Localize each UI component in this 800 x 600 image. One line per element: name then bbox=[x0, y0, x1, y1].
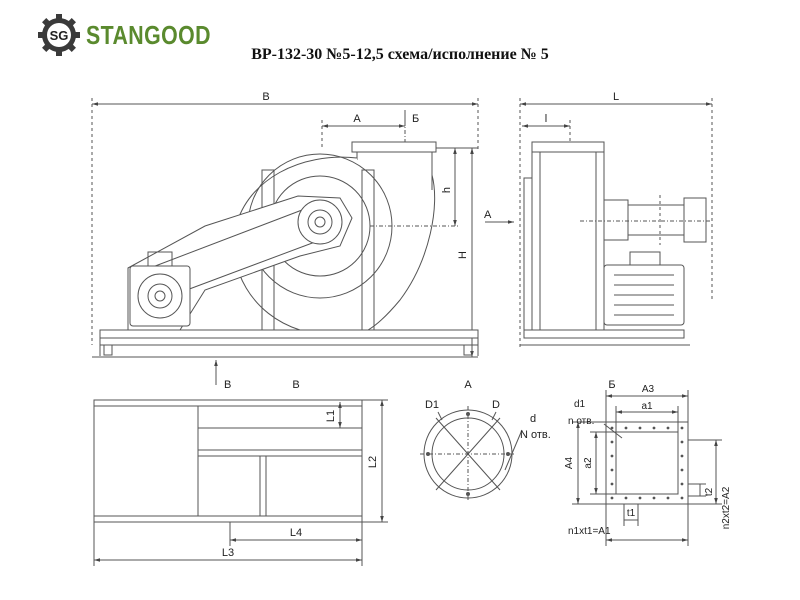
label-n2xt2: n2xt2=A2 bbox=[721, 486, 732, 529]
front-view bbox=[519, 98, 713, 348]
label-N-holes: N отв. bbox=[520, 429, 551, 441]
label-t1: t1 bbox=[627, 508, 636, 519]
dim-label-H: H bbox=[457, 251, 469, 259]
view-b-flange bbox=[572, 390, 722, 546]
label-d1: d1 bbox=[574, 399, 586, 410]
label-t2: t2 bbox=[704, 487, 715, 496]
dim-label-L1: L1 bbox=[325, 410, 337, 422]
dim-label-L: L bbox=[613, 91, 619, 103]
front-view-labels: L l bbox=[545, 91, 619, 125]
dim-label-A: A bbox=[353, 113, 361, 125]
view-b-title: Б bbox=[608, 379, 615, 391]
page-title: ВР-132-30 №5-12,5 схема/исполнение № 5 bbox=[251, 46, 549, 63]
view-v-title: В bbox=[292, 379, 299, 391]
view-v-labels: В L1 L2 L4 L3 bbox=[222, 379, 379, 559]
label-d: d bbox=[530, 413, 536, 425]
label-D: D bbox=[492, 399, 500, 411]
view-marker-V: В bbox=[224, 379, 231, 391]
label-a1: a1 bbox=[641, 401, 653, 412]
side-view-labels: B A Б h H А В bbox=[224, 91, 492, 391]
gear-logo-icon: SG bbox=[38, 14, 80, 56]
label-n-holes: n отв. bbox=[568, 416, 594, 427]
label-D1: D1 bbox=[425, 399, 439, 411]
view-marker-A: А bbox=[484, 209, 492, 221]
brand-name: STANGOOD bbox=[86, 19, 211, 50]
view-b-labels: Б A3 a1 d1 n отв. A4 a2 t1 n1xt1=A1 t2 n… bbox=[564, 379, 732, 537]
side-view bbox=[91, 98, 514, 385]
label-n1xt1: n1xt1=A1 bbox=[568, 526, 611, 537]
label-A4: A4 bbox=[564, 456, 575, 469]
dim-label-h: h bbox=[441, 187, 453, 193]
view-a-inlet bbox=[420, 406, 523, 502]
view-marker-B: Б bbox=[412, 113, 419, 125]
dim-label-B: B bbox=[262, 91, 269, 103]
dim-label-L3: L3 bbox=[222, 547, 234, 559]
view-v-plan bbox=[93, 399, 388, 566]
brand-initials: SG bbox=[50, 28, 69, 43]
dim-label-L4: L4 bbox=[290, 527, 302, 539]
label-a2: a2 bbox=[583, 457, 594, 469]
view-a-title: А bbox=[464, 379, 472, 391]
dim-label-l: l bbox=[545, 113, 547, 125]
view-b-holes bbox=[610, 426, 684, 500]
brand-logo: SG STANGOOD bbox=[38, 14, 238, 56]
dim-label-L2: L2 bbox=[367, 456, 379, 468]
label-A3: A3 bbox=[642, 384, 655, 395]
view-a-labels: А D1 D d N отв. bbox=[425, 379, 551, 441]
